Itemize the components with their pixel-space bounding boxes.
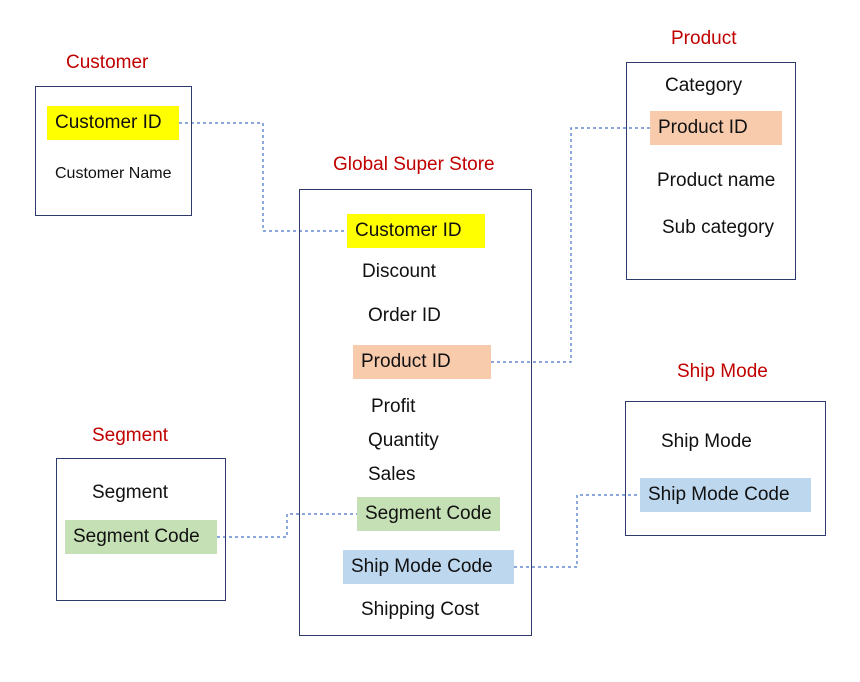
profit-field: Profit xyxy=(371,396,416,417)
store-ship-mode-code-field: Ship Mode Code xyxy=(343,550,514,584)
ship-mode-code-field: Ship Mode Code xyxy=(640,478,811,512)
link-customer-id xyxy=(179,122,347,232)
customer-table-title: Customer xyxy=(66,52,149,73)
customer-name-field: Customer Name xyxy=(55,165,172,182)
product-table-title: Product xyxy=(671,28,737,49)
store-table xyxy=(299,189,532,636)
ship-mode-table xyxy=(625,401,826,536)
customer-table xyxy=(35,86,192,216)
segment-code-field: Segment Code xyxy=(65,520,217,554)
product-name-field: Product name xyxy=(657,170,776,191)
discount-field: Discount xyxy=(362,261,436,282)
ship-mode-table-title: Ship Mode xyxy=(677,361,768,382)
ship-mode-field: Ship Mode xyxy=(661,431,752,452)
store-table-title: Global Super Store xyxy=(333,154,495,175)
quantity-field: Quantity xyxy=(368,430,439,451)
segment-field: Segment xyxy=(92,482,169,503)
store-segment-code-field: Segment Code xyxy=(357,497,500,531)
shipping-cost-field: Shipping Cost xyxy=(361,599,480,620)
link-ship-mode-code xyxy=(514,494,640,568)
segment-table xyxy=(56,458,226,601)
order-id-field: Order ID xyxy=(368,305,441,326)
product-table xyxy=(626,62,796,280)
customer-id-field: Customer ID xyxy=(47,106,179,140)
sales-field: Sales xyxy=(368,464,416,485)
product-id-field: Product ID xyxy=(650,111,782,145)
category-field: Category xyxy=(665,75,743,96)
link-segment-code xyxy=(217,513,357,538)
store-product-id-field: Product ID xyxy=(353,345,491,379)
sub-category-field: Sub category xyxy=(662,217,774,238)
segment-table-title: Segment xyxy=(92,425,169,446)
store-customer-id-field: Customer ID xyxy=(347,214,485,248)
